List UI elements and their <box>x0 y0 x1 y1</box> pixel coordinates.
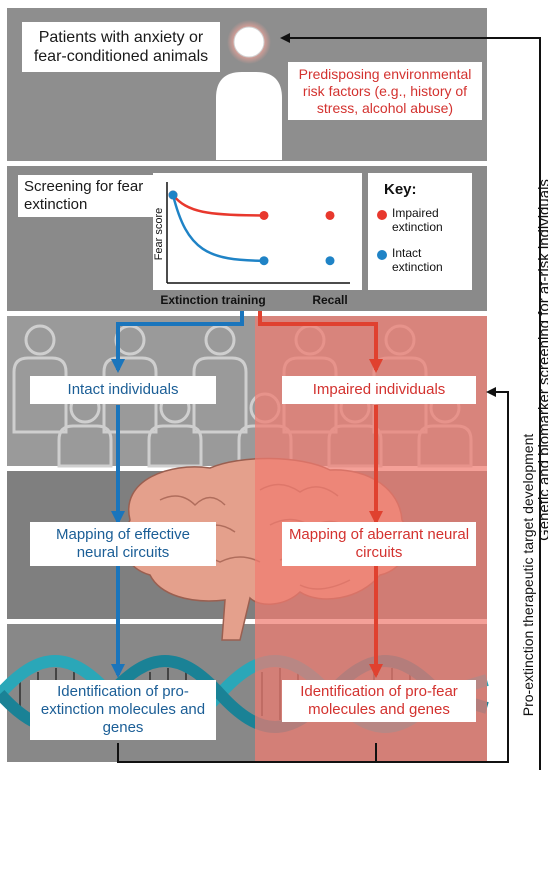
impaired-individuals: Impaired individuals <box>282 376 476 404</box>
chart-point-intact-recall <box>325 256 335 266</box>
screening-title: Screening for fear extinction <box>18 175 154 217</box>
diagram-canvas: Patients with anxiety or fear-conditione… <box>0 8 548 770</box>
key-impaired-dot <box>377 210 387 220</box>
chart-line-impaired <box>172 194 265 217</box>
arrow-to-impaired <box>258 311 383 373</box>
key-intact-dot <box>377 250 387 260</box>
key-title: Key: <box>384 181 417 198</box>
intact-individuals: Intact individuals <box>30 376 216 404</box>
key-intact-label: Intact extinction <box>392 246 443 275</box>
chart-marks <box>168 190 335 266</box>
chart-y-label: Fear score <box>153 207 165 261</box>
chart-box <box>153 173 362 290</box>
chart-point-impaired-recall <box>325 210 335 220</box>
pro-fear-identification: Identification of pro-fear molecules and… <box>282 680 476 722</box>
pro-extinction-identification: Identification of pro-extinction molecul… <box>30 680 216 740</box>
chart-x-label-training: Extinction training <box>160 293 266 307</box>
mapping-aberrant-circuits: Mapping of aberrant neural circuits <box>282 522 476 566</box>
person-icon <box>216 20 282 160</box>
chart-point-intact-start <box>168 190 178 200</box>
chart-point-impaired-training-end <box>259 210 269 220</box>
mapping-effective-circuits: Mapping of effective neural circuits <box>30 522 216 566</box>
chart-x-label-recall: Recall <box>312 293 348 307</box>
loop-screening <box>280 33 541 770</box>
chart-point-intact-training-end <box>259 256 269 266</box>
arrow-to-intact <box>111 311 244 373</box>
side-label-therapeutic: Pro-extinction therapeutic target develo… <box>520 433 536 717</box>
key-box <box>368 173 472 290</box>
patients-label: Patients with anxiety or fear-conditione… <box>22 22 220 73</box>
loop-therapeutic <box>117 387 509 763</box>
key-impaired-label: Impaired extinction <box>392 206 443 235</box>
chart-line-intact <box>171 194 265 262</box>
risk-factors-label: Predisposing environmental risk factors … <box>288 62 482 121</box>
